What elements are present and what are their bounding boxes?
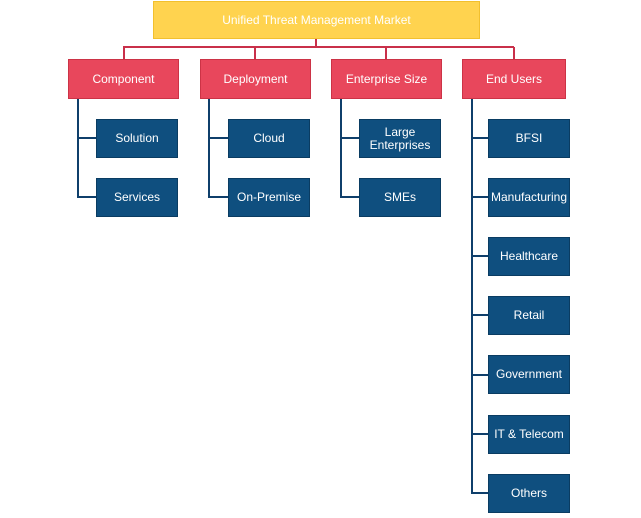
leaf-label: Healthcare: [499, 249, 559, 263]
leaf-label: Cloud: [253, 131, 285, 145]
leaf-label: SMEs: [383, 190, 416, 204]
category-label: Enterprise Size: [345, 71, 428, 86]
leaf-cloud: Cloud: [228, 119, 310, 158]
root-connectors: [123, 39, 515, 59]
category-label: End Users: [485, 71, 543, 86]
leaf-large-enterprises: Large Enterprises: [359, 119, 441, 158]
leaf-label: Government: [495, 367, 563, 381]
leaf-label: Others: [510, 486, 547, 500]
leaf-label: Services: [113, 190, 160, 204]
leaf-it-telecom: IT & Telecom: [488, 415, 570, 454]
leaf-government: Government: [488, 355, 570, 394]
leaf-healthcare: Healthcare: [488, 237, 570, 276]
category-end-users: End Users: [462, 59, 566, 99]
leaf-manufacturing: Manufacturing: [488, 178, 570, 217]
leaf-retail: Retail: [488, 296, 570, 335]
leaf-on-premise: On-Premise: [228, 178, 310, 217]
leaf-label: BFSI: [515, 131, 543, 145]
leaf-label: Manufacturing: [490, 190, 568, 204]
leaf-label: Solution: [115, 131, 159, 145]
category-component: Component: [68, 59, 179, 99]
leaf-others: Others: [488, 474, 570, 513]
leaf-bfsi: BFSI: [488, 119, 570, 158]
branch-connectors: [77, 99, 488, 494]
leaf-label: On-Premise: [236, 190, 301, 204]
leaf-smes: SMEs: [359, 178, 441, 217]
leaf-label: IT & Telecom: [494, 427, 564, 441]
leaf-solution: Solution: [96, 119, 178, 158]
category-deployment: Deployment: [200, 59, 311, 99]
root-node: Unified Threat Management Market: [153, 1, 480, 39]
leaf-label: Large Enterprises: [369, 124, 431, 152]
category-label: Deployment: [223, 71, 288, 86]
category-label: Component: [92, 71, 155, 86]
leaf-label: Retail: [513, 308, 545, 322]
leaf-services: Services: [96, 178, 178, 217]
root-label: Unified Threat Management Market: [222, 12, 411, 27]
category-enterprise-size: Enterprise Size: [331, 59, 442, 99]
